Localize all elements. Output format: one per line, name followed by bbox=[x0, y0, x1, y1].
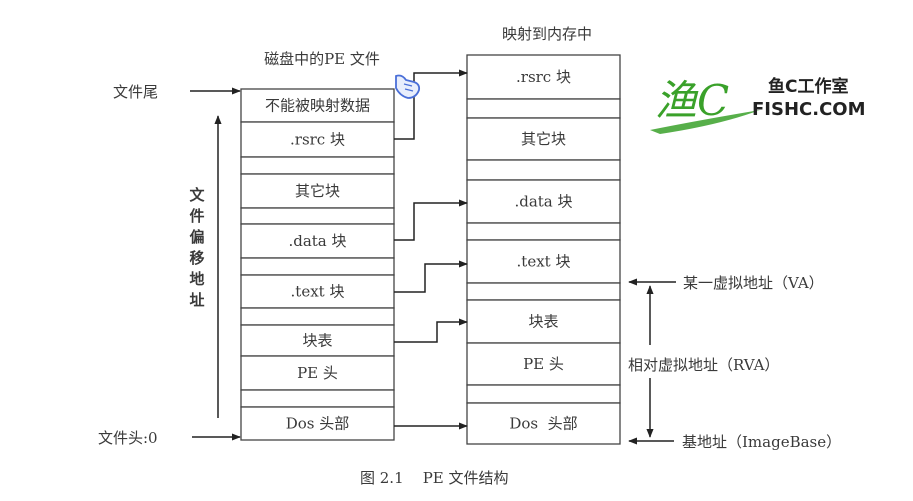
section-block bbox=[240, 207, 395, 225]
section-label: 块表 bbox=[528, 313, 558, 331]
section-label: 其它块 bbox=[295, 182, 340, 200]
arrow-section-table bbox=[394, 318, 468, 343]
disk-column-title: 磁盘中的PE 文件 bbox=[264, 50, 380, 68]
svg-text:FISHC.COM: FISHC.COM bbox=[752, 99, 866, 120]
section-block bbox=[240, 406, 395, 441]
arrow-text bbox=[394, 260, 468, 293]
section-block bbox=[466, 179, 621, 224]
section-block bbox=[240, 257, 395, 276]
section-block bbox=[466, 402, 621, 445]
section-block bbox=[466, 384, 621, 404]
memory-column-title: 映射到内存中 bbox=[502, 25, 592, 43]
svg-text:件: 件 bbox=[189, 207, 204, 225]
section-label: 块表 bbox=[302, 332, 332, 350]
section-label: .data 块 bbox=[288, 232, 346, 250]
image-base-label: 基地址（ImageBase） bbox=[682, 433, 841, 451]
svg-text:偏: 偏 bbox=[189, 228, 204, 246]
section-block bbox=[466, 282, 621, 301]
section-label: .text 块 bbox=[517, 253, 571, 271]
section-label: .rsrc 块 bbox=[290, 131, 345, 149]
section-block bbox=[240, 88, 395, 123]
svg-text:地: 地 bbox=[189, 270, 204, 288]
hand-cursor-icon bbox=[395, 74, 421, 99]
arrow-rsrc bbox=[394, 69, 468, 140]
section-block bbox=[240, 389, 395, 408]
svg-text:鱼C工作室: 鱼C工作室 bbox=[768, 76, 848, 97]
section-label: .data 块 bbox=[514, 193, 572, 211]
svg-text:址: 址 bbox=[189, 291, 204, 309]
section-block bbox=[466, 117, 621, 161]
section-block bbox=[466, 159, 621, 181]
svg-text:渔C: 渔C bbox=[655, 76, 729, 125]
svg-text:文: 文 bbox=[189, 186, 205, 204]
arrow-data bbox=[394, 199, 468, 241]
section-label: .rsrc 块 bbox=[516, 68, 571, 86]
section-block bbox=[466, 222, 621, 241]
section-block bbox=[240, 156, 395, 175]
section-label: PE 头 bbox=[523, 355, 564, 373]
section-label: Dos 头部 bbox=[286, 415, 350, 433]
file-offset-label: 文 件 偏 移 地 址 bbox=[189, 186, 205, 309]
section-label: PE 头 bbox=[297, 364, 338, 382]
file-end-label: 文件尾 bbox=[113, 83, 158, 101]
section-label: .text 块 bbox=[291, 283, 345, 301]
fishc-logo: 渔C 鱼C工作室 FISHC.COM bbox=[650, 76, 866, 134]
section-block bbox=[466, 342, 621, 386]
section-label: Dos 头部 bbox=[509, 415, 577, 433]
mapping-arrows bbox=[394, 69, 468, 430]
va-label: 某一虚拟地址（VA） bbox=[683, 274, 824, 292]
svg-text:移: 移 bbox=[189, 249, 204, 267]
figure-caption: 图 2.1 PE 文件结构 bbox=[360, 469, 509, 487]
section-block bbox=[466, 98, 621, 119]
section-block bbox=[240, 223, 395, 259]
section-block bbox=[240, 324, 395, 357]
section-block bbox=[240, 121, 395, 158]
section-block bbox=[240, 307, 395, 326]
rva-label: 相对虚拟地址（RVA） bbox=[628, 356, 779, 374]
section-block bbox=[466, 239, 621, 284]
section-label: 其它块 bbox=[521, 130, 566, 148]
section-label: 不能被映射数据 bbox=[265, 97, 370, 115]
file-start-label: 文件头:0 bbox=[98, 429, 158, 447]
